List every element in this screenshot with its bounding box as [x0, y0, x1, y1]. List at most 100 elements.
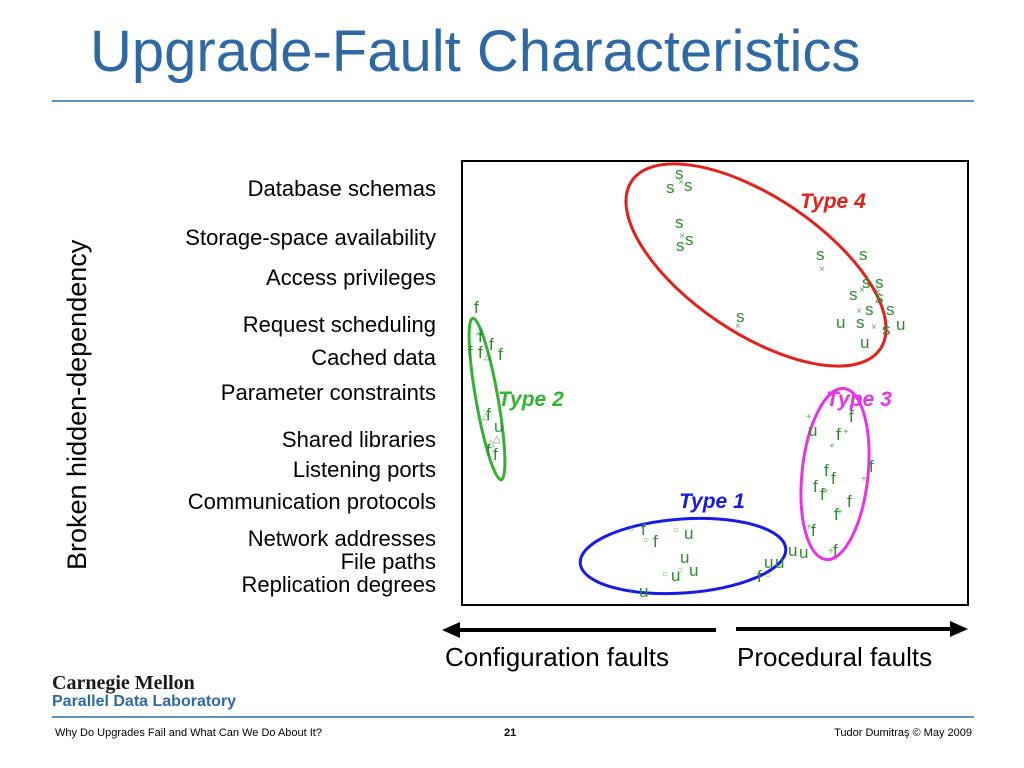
- svg-text:+: +: [828, 546, 834, 557]
- category-label: Request scheduling: [242, 312, 436, 337]
- point-f: f: [831, 469, 836, 488]
- svg-text:△: △: [487, 438, 495, 449]
- point-f: f: [824, 461, 829, 480]
- category-label: File paths: [340, 549, 436, 574]
- point-f: f: [653, 532, 658, 551]
- point-f: f: [847, 492, 852, 511]
- pdl-logo-text: Parallel Data Laboratory: [52, 693, 237, 710]
- svg-text:○: ○: [662, 569, 668, 580]
- point-u: u: [639, 582, 648, 601]
- point-s: s: [886, 300, 895, 319]
- point-f: f: [478, 343, 483, 362]
- svg-text:○: ○: [765, 570, 771, 581]
- point-s: s: [736, 307, 745, 326]
- svg-text:+: +: [837, 507, 843, 518]
- point-u: u: [836, 313, 845, 332]
- configuration-faults-label: Configuration faults: [445, 642, 670, 672]
- point-f: f: [833, 541, 838, 560]
- point-s: s: [666, 178, 675, 197]
- point-f: f: [641, 520, 646, 539]
- type1-ellipse: [578, 516, 788, 596]
- category-label: Communication protocols: [187, 489, 436, 514]
- category-label: Shared libraries: [281, 427, 436, 452]
- point-f: f: [468, 343, 473, 362]
- point-f: f: [757, 567, 762, 586]
- svg-text:+: +: [843, 427, 849, 438]
- point-f: f: [869, 457, 874, 476]
- point-f: f: [820, 485, 825, 504]
- point-f: f: [813, 477, 818, 496]
- point-u: u: [808, 421, 817, 440]
- point-s: s: [875, 288, 884, 307]
- svg-text:○: ○: [628, 585, 634, 596]
- page-number: 21: [504, 727, 517, 739]
- point-s: s: [675, 164, 684, 183]
- type2-ellipse: [467, 316, 507, 482]
- point-s: s: [816, 245, 825, 264]
- point-s: s: [856, 313, 865, 332]
- point-f: f: [478, 327, 483, 346]
- right-arrowhead: [950, 621, 968, 637]
- point-u: u: [775, 553, 784, 572]
- point-s: s: [882, 320, 891, 339]
- svg-text:△: △: [493, 434, 501, 445]
- type3-label: Type 3: [826, 388, 892, 411]
- svg-text:+: +: [823, 486, 829, 497]
- category-label: Parameter constraints: [220, 380, 436, 405]
- svg-text:+: +: [806, 412, 812, 423]
- point-u: u: [788, 541, 797, 560]
- point-f: f: [474, 298, 479, 317]
- point-u: u: [671, 566, 680, 585]
- cmu-logo-text: Carnegie Mellon: [52, 672, 195, 694]
- svg-text:×: ×: [871, 322, 877, 333]
- type3-ellipse: [799, 386, 871, 562]
- type1-label: Type 1: [679, 490, 745, 513]
- point-f: f: [498, 345, 503, 364]
- svg-text:×: ×: [735, 321, 741, 332]
- category-label: Database schemas: [247, 176, 436, 201]
- point-f: f: [486, 441, 491, 460]
- y-axis-label: Broken hidden-dependency: [62, 239, 92, 570]
- svg-text:○: ○: [677, 565, 683, 576]
- point-f: f: [489, 335, 494, 354]
- point-u: u: [764, 553, 773, 572]
- svg-text:△: △: [482, 411, 490, 422]
- x-axis-arrows: [442, 621, 968, 638]
- type4-label: Type 4: [800, 190, 866, 213]
- svg-text:○: ○: [628, 524, 634, 535]
- footer-divider: [52, 716, 974, 718]
- point-s: s: [849, 285, 858, 304]
- point-markers: × × × × × × × × △ △ △ △ △ + + + + + + +: [476, 177, 881, 596]
- plot-area: Type 4 Type 2 Type 3 Type 1 s s s s s s …: [461, 160, 969, 606]
- type2-label: Type 2: [498, 388, 564, 411]
- slide-title: Upgrade-Fault Characteristics: [90, 19, 861, 84]
- category-label: Cached data: [311, 345, 436, 370]
- svg-text:△: △: [484, 351, 492, 362]
- point-f: f: [834, 505, 839, 524]
- point-s: s: [676, 236, 685, 255]
- point-f: f: [849, 407, 854, 426]
- svg-text:+: +: [861, 474, 867, 485]
- category-label: Access privileges: [266, 265, 436, 290]
- svg-text:△: △: [476, 326, 484, 337]
- point-f: f: [486, 405, 491, 424]
- point-u: u: [680, 548, 689, 567]
- svg-text:×: ×: [859, 285, 865, 296]
- point-u: u: [799, 543, 808, 562]
- category-label: Listening ports: [292, 457, 436, 482]
- point-u: u: [860, 333, 869, 352]
- point-s: s: [865, 300, 874, 319]
- point-f: f: [836, 425, 841, 444]
- point-s: s: [875, 273, 884, 292]
- point-s: s: [862, 273, 871, 292]
- svg-text:×: ×: [819, 264, 825, 275]
- svg-text:+: +: [806, 522, 812, 533]
- svg-text:×: ×: [679, 231, 685, 242]
- svg-text:×: ×: [875, 287, 881, 298]
- left-arrowhead: [442, 622, 460, 638]
- footer-author-date: Tudor Dumitraş © May 2009: [834, 727, 972, 739]
- svg-text:○: ○: [673, 525, 679, 536]
- point-u: u: [494, 417, 503, 436]
- point-u: u: [684, 524, 693, 543]
- svg-text:+: +: [829, 441, 835, 452]
